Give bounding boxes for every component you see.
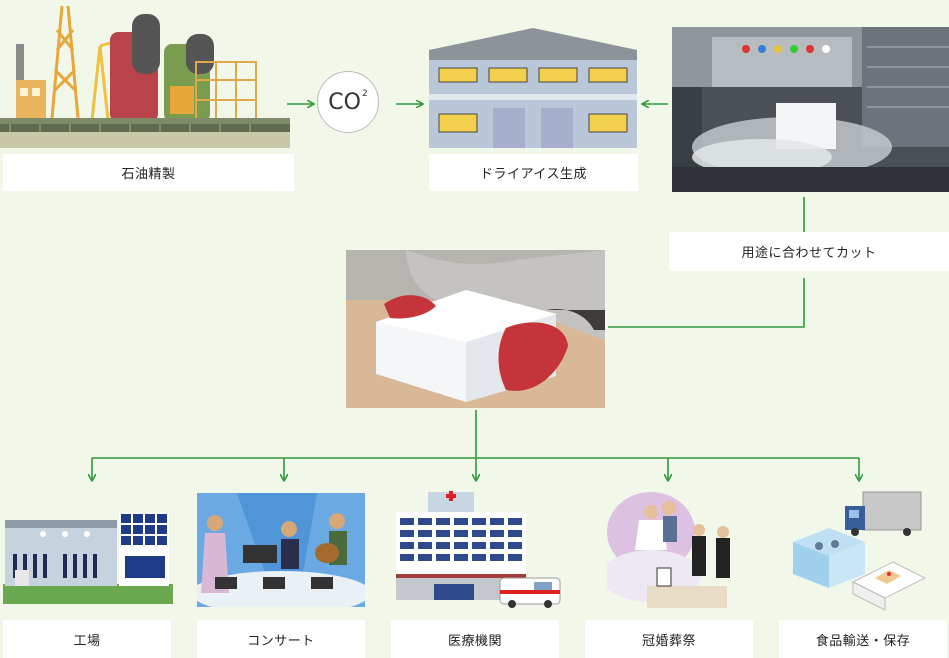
use-label-food-text: 食品輸送・保存 [815, 633, 911, 649]
use-label-wedding: 冠婚葬祭 [585, 620, 753, 658]
use-label-concert: コンサート [197, 620, 365, 658]
use-label-factory-text: 工場 [73, 633, 101, 649]
use-label-hospital: 医療機関 [391, 620, 559, 658]
co2-text: CO [328, 89, 361, 115]
refining-label: 石油精製 [3, 154, 294, 191]
dry-ice-block-photo [346, 250, 605, 408]
use-label-wedding-text: 冠婚葬祭 [641, 633, 696, 649]
use-label-hospital-text: 医療機関 [447, 633, 502, 649]
use-label-food: 食品輸送・保存 [779, 620, 947, 658]
production-label-text: ドライアイス生成 [480, 167, 587, 182]
food-transport-illustration [789, 490, 929, 614]
oil-refinery-illustration [0, 0, 290, 148]
cutting-label: 用途に合わせてカット [669, 232, 949, 271]
refining-label-text: 石油精製 [121, 167, 176, 182]
cutting-machine-photo [672, 27, 949, 192]
co2-subscript: 2 [361, 89, 368, 99]
wedding-ceremony-illustration [607, 490, 745, 610]
concert-illustration [197, 493, 365, 607]
factory-illustration [3, 496, 173, 604]
use-label-factory: 工場 [3, 620, 171, 658]
hospital-illustration [394, 490, 564, 608]
factory-building-illustration [429, 24, 637, 148]
cutting-label-text: 用途に合わせてカット [741, 246, 877, 261]
line-cut-label-to-block [608, 278, 805, 328]
use-label-concert-text: コンサート [247, 633, 315, 649]
production-label: ドライアイス生成 [429, 154, 638, 191]
